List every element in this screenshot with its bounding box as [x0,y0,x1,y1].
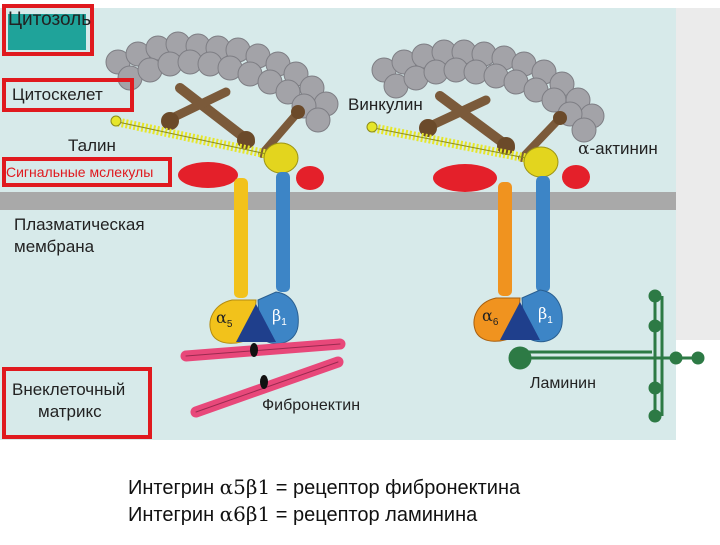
talin-left [110,115,277,161]
cytosol-highlight [2,4,94,56]
actin-filament-right [371,39,605,143]
talin-right [366,121,537,165]
cytosol-label: Цитозоль [8,9,92,30]
alpha-symbol: α [578,139,590,159]
signal-molecules-left [178,162,324,190]
caption-line-2: Интегрин α6β1 = рецептор ламинина [128,502,478,526]
cytosol-swatch [8,14,86,50]
alpha5-subunit-label: α5 [216,308,233,331]
membrane-label-line1: Плазматическая [14,215,145,234]
talin-label: Талин [68,136,116,155]
beta1-left-subunit-label: β1 [272,306,287,329]
vinculin-right [523,146,559,178]
beta1-right-subunit-label: β1 [538,304,553,327]
fibronectin-label: Фибронектин [262,397,361,414]
membrane-label-line2: мембрана [14,237,95,256]
cytoskeleton-label: Цитоскелет [12,85,103,104]
laminin-label: Ламинин [530,375,596,392]
side-panel [676,8,720,340]
ecm-label-line2: матрикс [38,402,102,421]
vinculin-left [263,142,299,174]
alpha-actinin-label: α-актинин [578,139,658,159]
cytoskeleton-highlight [2,78,134,112]
fibronectin-left [180,338,346,418]
vinculin-label: Винкулин [348,95,423,114]
plasma-membrane [0,192,676,210]
laminin-right [508,289,705,423]
alpha-actinin-text: -актинин [589,139,658,158]
integrin-beta1-left [236,172,299,345]
alpha6-subunit-label: α6 [482,306,499,329]
caption-line-1: Интегрин α5β1 = рецептор фибронектина [128,475,521,499]
integrin-beta1-right [500,176,563,343]
ecm-label-line1: Внеклеточный [12,380,126,399]
signal-molecules-label: Сигнальные мслекулы [6,164,154,180]
signal-molecules-highlight [2,157,172,187]
signal-molecules-right [433,164,590,192]
ecm-highlight [2,367,152,439]
caption: Интегрин α5β1 = рецептор фибронектина Ин… [128,474,520,528]
alpha-actinin-left [161,83,305,158]
